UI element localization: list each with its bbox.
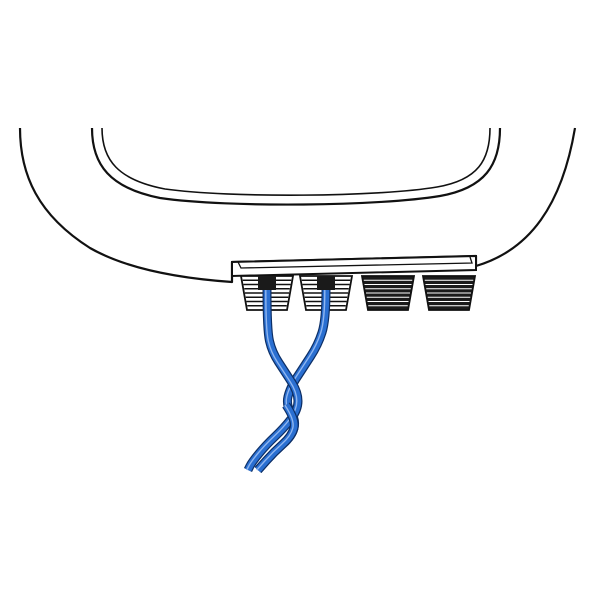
housing-window-inner-outline — [101, 127, 491, 196]
wire-highlight — [246, 289, 298, 471]
wire-a — [243, 289, 303, 473]
housing-outer-outline — [18, 127, 577, 284]
wire-b-overlap — [254, 402, 299, 473]
gland-collar — [317, 276, 335, 290]
cable-glands — [239, 275, 477, 311]
gland-collar — [258, 276, 276, 290]
wire-highlight — [256, 404, 294, 471]
housing-window-outline — [90, 127, 502, 206]
gland-4 — [421, 275, 477, 311]
terminal-plate — [231, 254, 477, 282]
gland-3 — [360, 275, 416, 311]
wire-pair — [243, 289, 331, 473]
wire-insulation — [245, 289, 302, 472]
wire-insulation — [255, 403, 298, 473]
